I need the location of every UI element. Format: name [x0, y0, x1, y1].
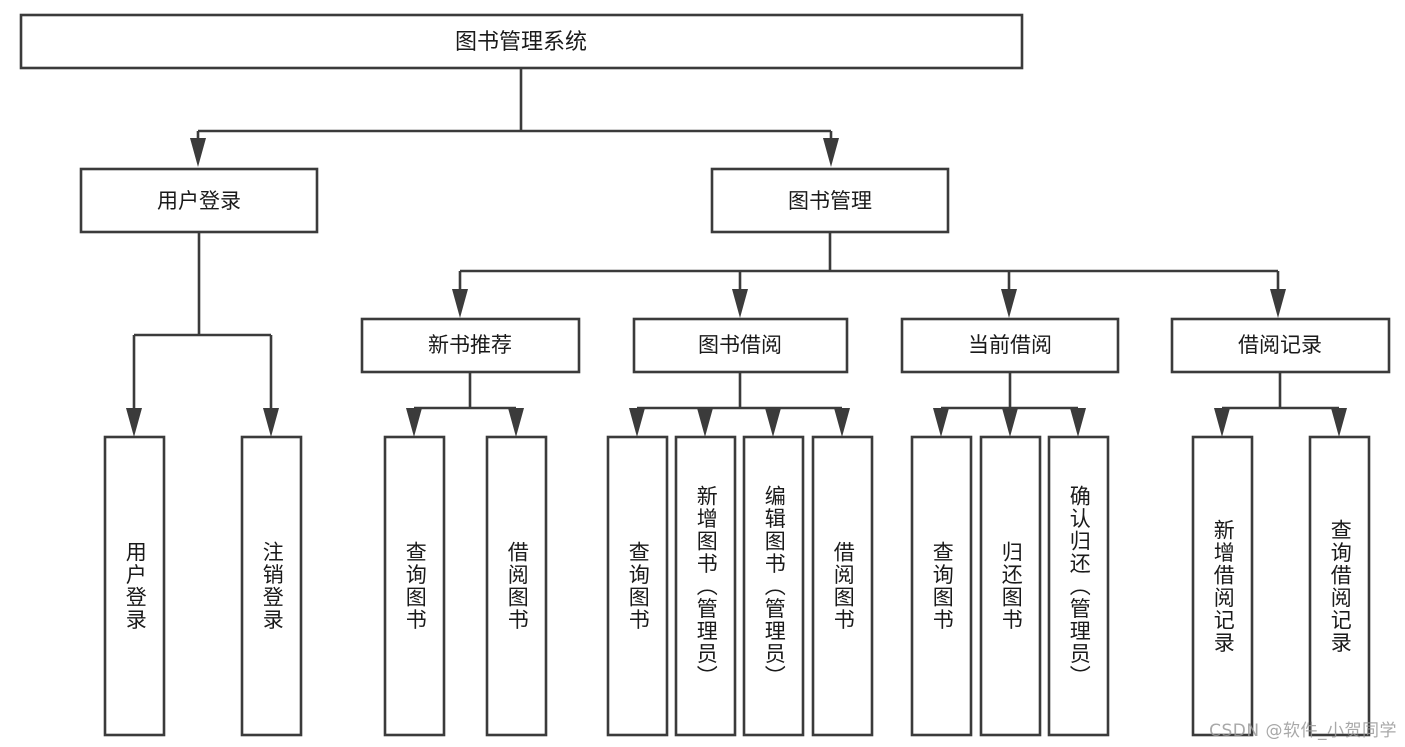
arrow-head-icon: [629, 408, 645, 437]
node-user-login-label: 用户登录: [157, 189, 241, 213]
connector-book-management-to-level2: [452, 232, 1286, 318]
arrow-head-icon: [508, 408, 524, 437]
arrow-head-icon: [1214, 408, 1230, 437]
node-current-borrow-box[interactable]: [900, 317, 1120, 374]
watermark-text: CSDN @软件_小贺同学: [1209, 721, 1397, 741]
leaf-box-query-book-current[interactable]: [910, 435, 973, 737]
connector-user-login-to-leaves: [126, 232, 279, 437]
node-book-management[interactable]: 图书管理: [710, 167, 950, 234]
node-new-book-recommend-box[interactable]: [360, 317, 581, 374]
leaf-box-edit-book-admin[interactable]: [742, 435, 805, 737]
connector-root-to-level1: [190, 68, 839, 167]
leaf-box-query-book-borrow[interactable]: [606, 435, 669, 737]
connector-book-borrow-to-leaves: [629, 372, 850, 437]
connector-current-borrow-to-leaves: [933, 372, 1086, 437]
connector-borrow-record-to-leaves: [1214, 372, 1347, 437]
arrow-head-icon: [126, 408, 142, 437]
leaf-box-user-login[interactable]: [103, 435, 166, 737]
node-new-book-recommend[interactable]: 新书推荐: [360, 317, 581, 374]
arrow-head-icon: [834, 408, 850, 437]
node-book-borrow[interactable]: 图书借阅: [632, 317, 849, 374]
arrow-head-icon: [1001, 289, 1017, 318]
node-current-borrow-label: 当前借阅: [968, 333, 1052, 357]
arrow-head-icon: [406, 408, 422, 437]
node-root-box[interactable]: [19, 13, 1024, 70]
node-borrow-record-label: 借阅记录: [1238, 333, 1322, 357]
leaf-box-borrow-book[interactable]: [811, 435, 874, 737]
leaf-box-query-borrow-record[interactable]: [1308, 435, 1371, 737]
arrow-head-icon: [1070, 408, 1086, 437]
connector-new-book-recommend-to-leaves: [406, 372, 524, 437]
node-borrow-record[interactable]: 借阅记录: [1170, 317, 1391, 374]
node-book-management-label: 图书管理: [788, 189, 872, 213]
arrow-head-icon: [697, 408, 713, 437]
leaf-box-add-borrow-record[interactable]: [1191, 435, 1254, 737]
arrow-head-icon: [732, 289, 748, 318]
arrow-head-icon: [933, 408, 949, 437]
leaf-box-logout[interactable]: [240, 435, 303, 737]
arrow-head-icon: [263, 408, 279, 437]
node-user-login[interactable]: 用户登录: [79, 167, 319, 234]
node-new-book-recommend-label: 新书推荐: [428, 333, 512, 357]
arrow-head-icon: [452, 289, 468, 318]
leaf-box-confirm-return-admin[interactable]: [1047, 435, 1110, 737]
arrow-head-icon: [1002, 408, 1018, 437]
node-book-borrow-label: 图书借阅: [698, 333, 782, 357]
arrow-head-icon: [190, 138, 206, 167]
leaf-box-return-book[interactable]: [979, 435, 1042, 737]
node-user-login-box[interactable]: [79, 167, 319, 234]
arrow-head-icon: [1270, 289, 1286, 318]
arrow-head-icon: [823, 138, 839, 167]
arrow-head-icon: [1331, 408, 1347, 437]
leaf-box-borrow-book-new[interactable]: [485, 435, 548, 737]
leaf-box-query-book-new[interactable]: [383, 435, 446, 737]
leaf-box-add-book-admin[interactable]: [674, 435, 737, 737]
node-root[interactable]: 图书管理系统: [19, 13, 1024, 70]
arrow-head-icon: [765, 408, 781, 437]
node-root-label: 图书管理系统: [455, 30, 587, 55]
node-current-borrow[interactable]: 当前借阅: [900, 317, 1120, 374]
